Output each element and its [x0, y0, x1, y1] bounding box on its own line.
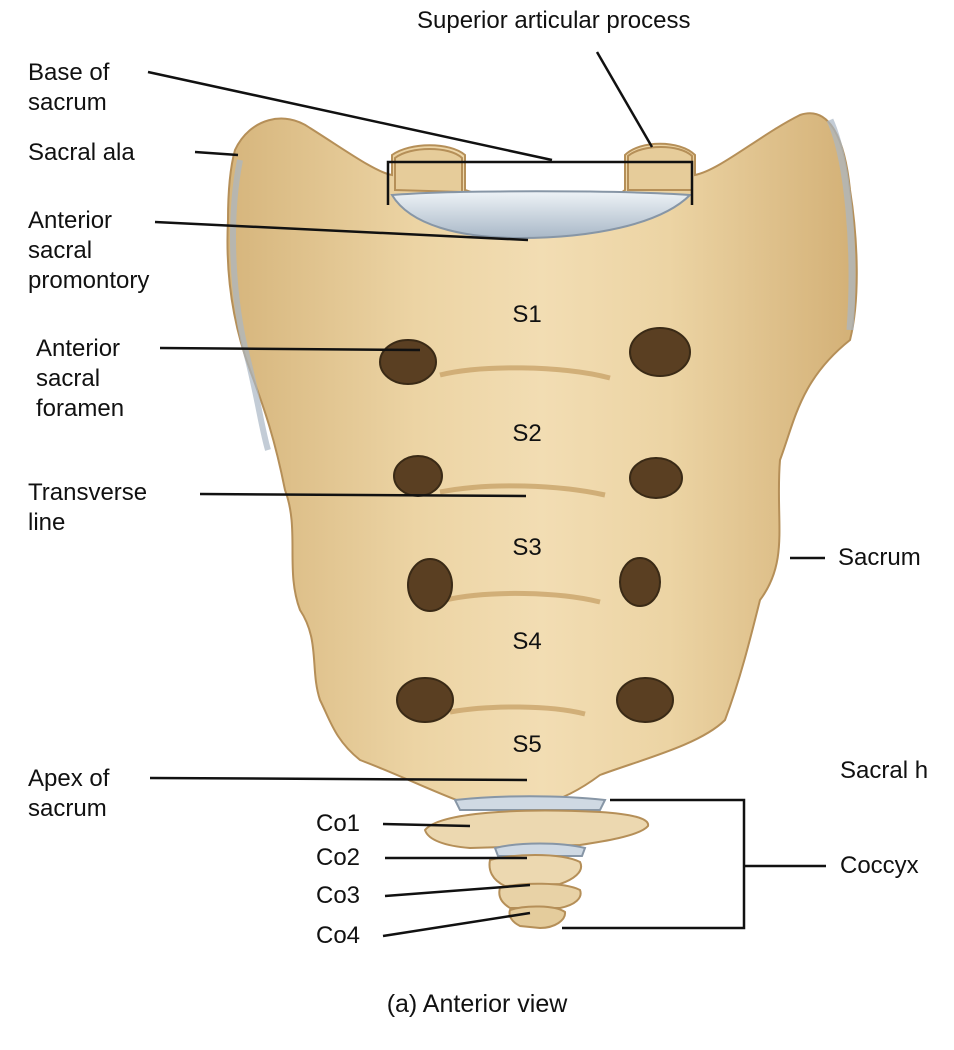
transverse-ridges [439, 365, 611, 717]
label-co3: Co3 [316, 882, 361, 909]
label-line: foramen [36, 395, 125, 422]
anterior-sacral-foramina [379, 327, 691, 723]
label-anterior-sacral-foramen: Anterior sacral foramen [36, 334, 124, 424]
label-line: sacral [28, 237, 93, 264]
label-superior-articular-process: Superior articular process [417, 7, 691, 34]
label-line: sacrum [28, 89, 107, 116]
label-sacrum: Sacrum [838, 544, 921, 571]
label-co4: Co4 [316, 922, 361, 949]
leader-lines [147, 51, 826, 938]
label-base-of-sacrum: Base of sacrum [28, 58, 109, 118]
label-apex-of-sacrum: Apex of sacrum [28, 764, 109, 824]
segment-s3: S3 [512, 534, 542, 561]
segment-s1: S1 [512, 301, 542, 328]
label-line: Anterior [28, 207, 113, 234]
label-sacral-ala: Sacral ala [28, 139, 135, 166]
figure-caption: (a) Anterior view [386, 990, 568, 1018]
label-line: Base of [28, 59, 110, 86]
label-line: Anterior [36, 335, 121, 362]
label-line: promontory [28, 267, 150, 294]
label-anterior-sacral-promontory: Anterior sacral promontory [28, 206, 149, 296]
superior-articular-processes [394, 146, 693, 194]
segment-s2: S2 [512, 420, 542, 447]
label-co1: Co1 [316, 810, 361, 837]
label-line: sacral [36, 365, 101, 392]
coccyx-bone [423, 795, 650, 930]
label-line: Transverse [28, 479, 148, 506]
segment-s4: S4 [512, 628, 542, 655]
label-line: sacrum [28, 795, 107, 822]
label-line: line [28, 509, 66, 536]
segment-s5: S5 [512, 731, 542, 758]
base-cartilage [390, 190, 693, 240]
label-coccyx: Coccyx [840, 852, 919, 879]
label-sacral-h: Sacral h [840, 757, 929, 784]
label-co2: Co2 [316, 844, 361, 871]
label-transverse-line: Transverse line [28, 478, 147, 538]
label-line: Apex of [28, 765, 110, 792]
